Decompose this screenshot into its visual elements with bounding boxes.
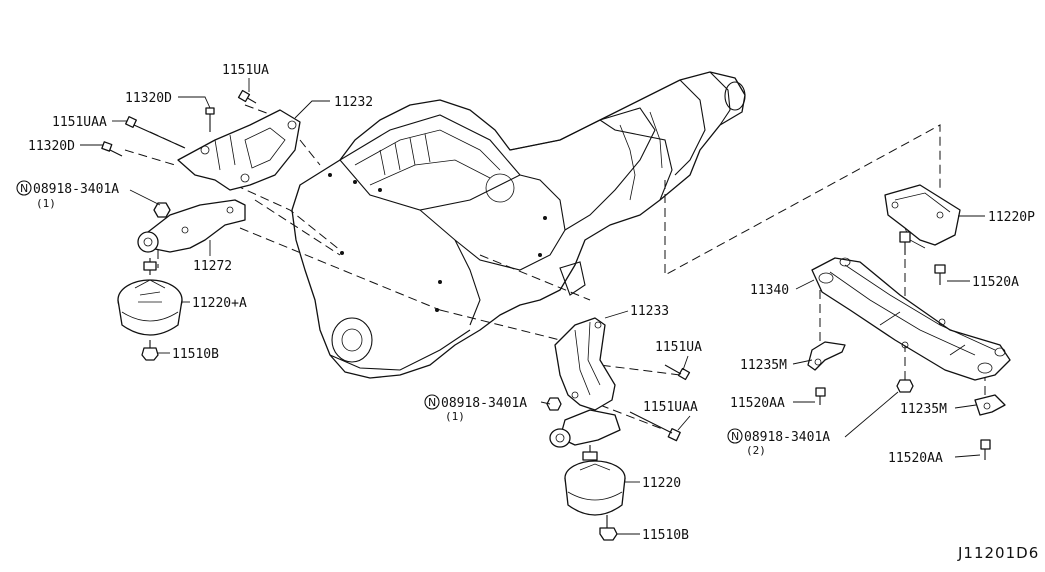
nut-letter-right: N [731, 430, 739, 443]
rear-mount-11220p [884, 184, 961, 285]
nut-symbol-left-icon [16, 180, 32, 196]
crossmember-11340 [811, 257, 1011, 381]
label-11520a: 11520A [972, 275, 1019, 290]
label-11220: 11220 [642, 476, 681, 491]
engine-transmission-assembly [291, 71, 746, 379]
nut-symbol-right-icon [727, 428, 743, 444]
label-11235m-left: 11235M [740, 358, 787, 373]
part-labels: 1151UA 11320D 1151UAA 11320D 11232 N 089… [16, 63, 1035, 543]
label-11233: 11233 [630, 304, 669, 319]
leader-lines [80, 78, 985, 535]
label-11220p: 11220P [988, 210, 1035, 225]
label-1151uaa-top: 1151UAA [52, 115, 107, 130]
label-08918-right-qty: (2) [746, 444, 766, 457]
label-11235m-right: 11235M [900, 402, 947, 417]
bracket-11235m-left [807, 341, 846, 405]
insulator-11220 [564, 445, 626, 541]
left-engine-bracket-11232 [177, 109, 301, 191]
label-08918-left: 08918-3401A [33, 182, 119, 197]
nut-letter-mid: N [428, 396, 436, 409]
label-11520aa-left: 11520AA [730, 396, 785, 411]
label-11520aa-right: 11520AA [888, 451, 943, 466]
label-11220a: 11220+A [192, 296, 247, 311]
label-08918-mid-qty: (1) [445, 410, 465, 423]
label-11320d-top: 11320D [125, 91, 172, 106]
insulator-11220a [117, 258, 183, 361]
label-1151ua-top: 1151UA [222, 63, 269, 78]
lower-bracket-11272 [137, 199, 246, 253]
label-11232: 11232 [334, 95, 373, 110]
label-08918-right: 08918-3401A [744, 430, 830, 445]
label-08918-mid: 08918-3401A [441, 396, 527, 411]
right-bracket-bolts [629, 364, 691, 442]
label-11340: 11340 [750, 283, 789, 298]
label-11272: 11272 [193, 259, 232, 274]
right-engine-bracket-11233 [546, 317, 621, 448]
nut-letter-left: N [20, 182, 28, 195]
label-1151uaa-mid: 1151UAA [643, 400, 698, 415]
label-11510b-left: 11510B [172, 347, 219, 362]
diagram-reference-code: J11201D6 [957, 544, 1039, 562]
label-11510b-right: 11510B [642, 528, 689, 543]
nut-symbol-mid-icon [424, 394, 440, 410]
label-1151ua-mid: 1151UA [655, 340, 702, 355]
bracket-11235m-right [896, 379, 1006, 460]
label-11320d-left: 11320D [28, 139, 75, 154]
label-08918-left-qty: (1) [36, 197, 56, 210]
